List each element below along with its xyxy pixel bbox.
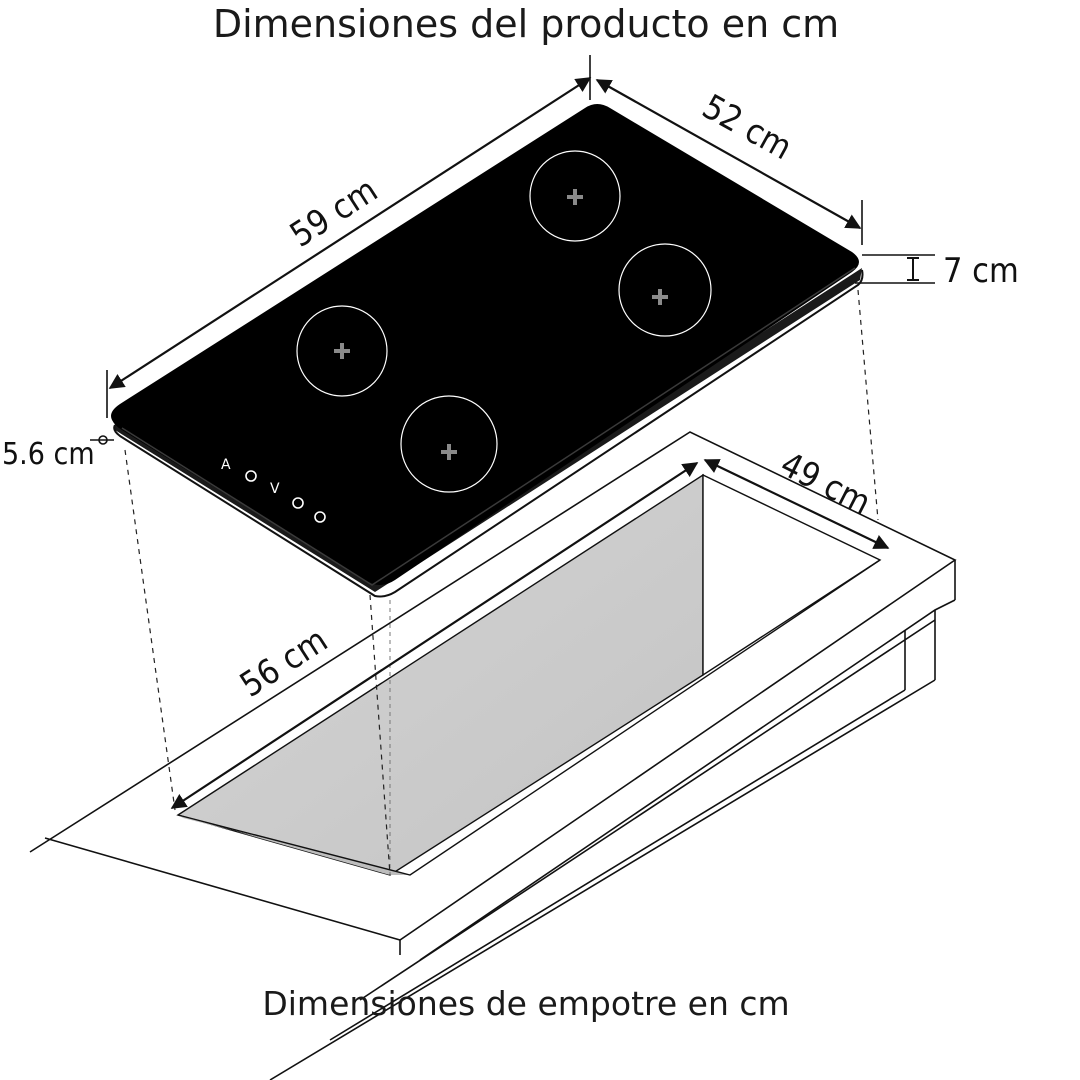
- burner-front-right: [618, 243, 712, 337]
- cutout-length-label: 56 cm: [233, 620, 335, 705]
- control-v-label: V: [270, 481, 280, 497]
- cutout-dimensions-title: Dimensiones de empotre en cm: [262, 984, 790, 1023]
- glass-thickness-label: 5.6 cm: [2, 437, 95, 472]
- width-dimension-label: 52 cm: [696, 87, 799, 168]
- control-a-label: A: [221, 457, 231, 473]
- product-dimensions-title: Dimensiones del producto en cm: [212, 2, 840, 46]
- dimension-lines: [90, 55, 935, 809]
- cutout-width-label: 49 cm: [774, 444, 877, 523]
- height-dimension-label: 7 cm: [943, 251, 1019, 291]
